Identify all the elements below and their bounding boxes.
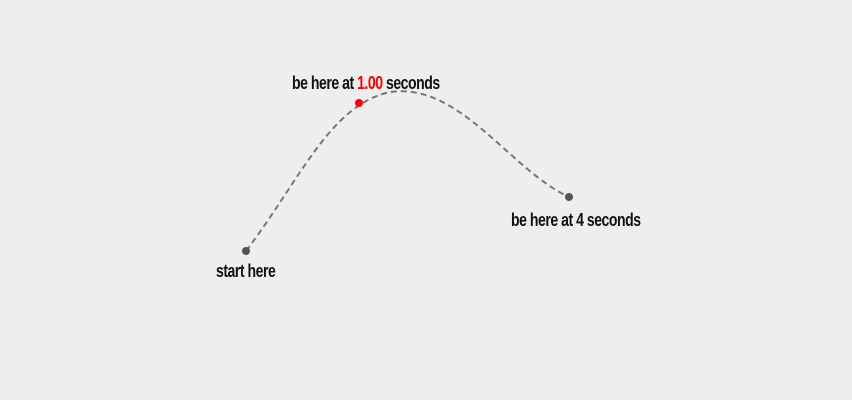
start-point-dot (242, 247, 250, 255)
time-label-suffix: seconds (385, 73, 440, 93)
moving-point-dot (355, 99, 363, 107)
time-label: be here at 1.00 seconds (292, 73, 440, 93)
time-label-prefix: be here at (292, 73, 354, 93)
start-label: start here (216, 261, 276, 281)
end-point-dot (565, 193, 573, 201)
time-label-value: 1.00 (357, 73, 383, 93)
end-label: be here at 4 seconds (511, 210, 641, 230)
dashed-motion-path (245, 90, 570, 252)
